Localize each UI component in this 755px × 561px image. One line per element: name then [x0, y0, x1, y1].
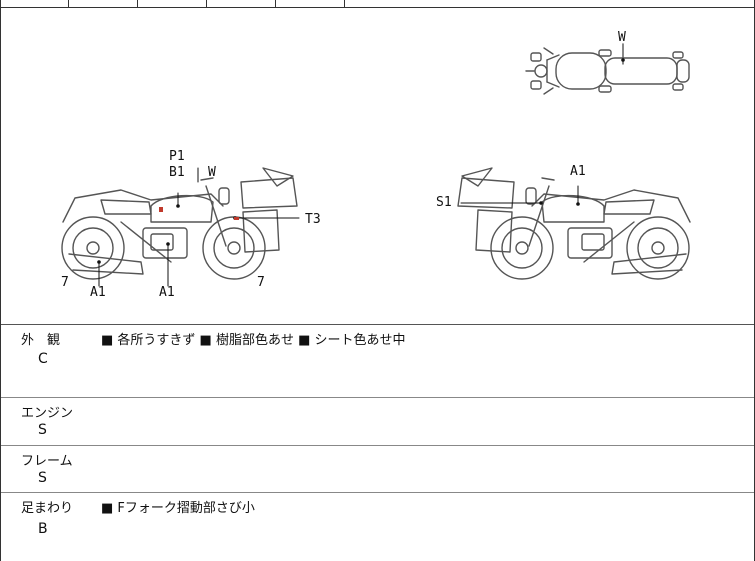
- section-name: 外 観: [21, 333, 61, 348]
- damage-label: 7: [61, 275, 69, 290]
- damage-label: W: [618, 30, 626, 45]
- motorcycle-top-view: [525, 43, 690, 95]
- section-grade: C: [38, 351, 48, 367]
- table-cell: [276, 0, 345, 7]
- motorcycle-diagram-svg: [61, 43, 691, 287]
- section-grade: B: [38, 521, 48, 537]
- damage-label: A1: [90, 285, 106, 300]
- damage-marker: [621, 58, 625, 62]
- section-engine: エンジン S: [1, 398, 754, 446]
- damage-marker: [539, 201, 543, 205]
- damage-label: B1: [169, 165, 185, 180]
- section-name: 足まわり: [21, 501, 74, 516]
- damage-marker: [166, 242, 170, 246]
- damage-marker: [176, 204, 180, 208]
- damage-marker: [234, 217, 239, 220]
- top-table-row: [1, 0, 754, 8]
- damage-label: A1: [570, 164, 586, 179]
- damage-label: 7: [257, 275, 265, 290]
- section-grade: S: [38, 470, 47, 486]
- leader-lines: [98, 167, 579, 287]
- motorcycle-right-view: [457, 167, 691, 280]
- damage-marker: [159, 207, 163, 212]
- table-cell: [138, 0, 207, 7]
- section-suspension: 足まわり B ■ Fフォーク摺動部さび小: [1, 493, 754, 561]
- section-name: フレーム: [21, 454, 73, 469]
- damage-marker: [576, 202, 580, 206]
- damage-diagram: W P1 B1 W T3 7 A1 A1 7 A1 S1: [1, 8, 754, 325]
- damage-label: S1: [436, 195, 452, 210]
- damage-label: P1: [169, 149, 185, 164]
- damage-marker: [97, 260, 101, 264]
- damage-label: A1: [159, 285, 175, 300]
- section-grade: S: [38, 422, 47, 438]
- damage-label: W: [208, 165, 216, 180]
- section-name: エンジン: [21, 406, 74, 421]
- damage-label: T3: [305, 212, 321, 227]
- section-notes: ■ 各所うすきず ■ 樹脂部色あせ ■ シート色あせ中: [101, 333, 406, 348]
- table-cell: [69, 0, 138, 7]
- section-notes: ■ Fフォーク摺動部さび小: [101, 501, 255, 516]
- table-cell: [1, 0, 69, 7]
- section-frame: フレーム S: [1, 446, 754, 493]
- motorcycle-left-view: [61, 167, 298, 280]
- table-cell: [207, 0, 276, 7]
- section-exterior: 外 観 C ■ 各所うすきず ■ 樹脂部色あせ ■ シート色あせ中: [1, 325, 754, 398]
